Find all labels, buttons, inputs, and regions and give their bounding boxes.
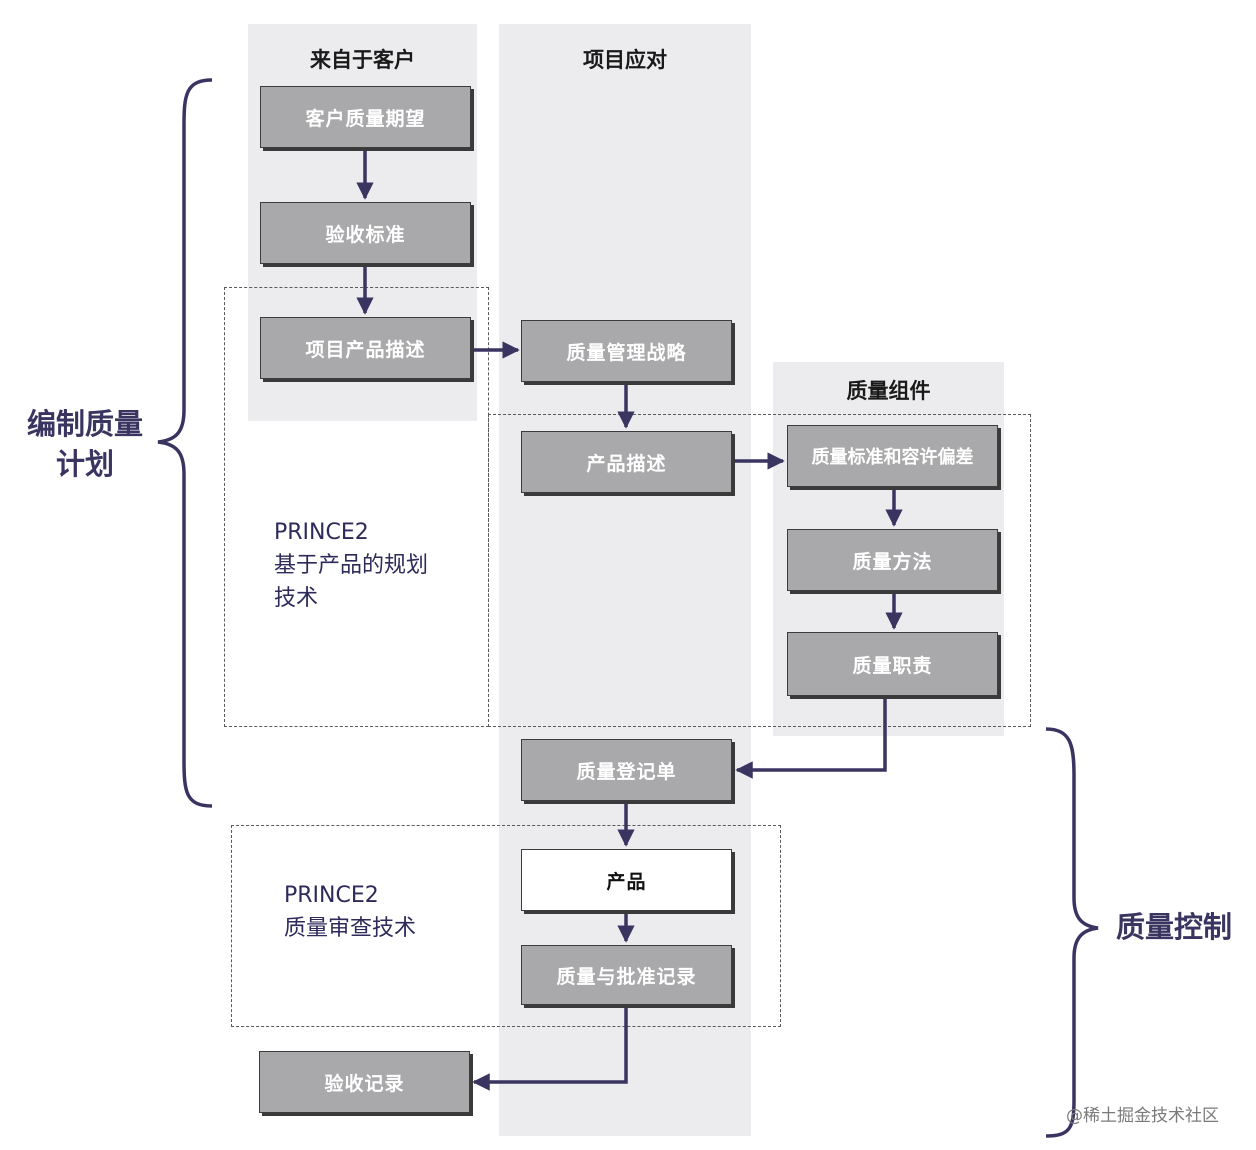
- quality-responsibilities-box: 质量职责: [787, 632, 998, 696]
- product-box: 产品: [521, 849, 732, 911]
- project-product-description-box: 项目产品描述: [260, 317, 471, 379]
- customer-column-title: 来自于客户: [310, 48, 415, 72]
- product-based-planning-note: PRINCE2 基于产品的规划 技术: [274, 516, 428, 615]
- quality-planning-label: 编制质量 计划: [14, 404, 156, 484]
- control-bracket: [1045, 727, 1099, 1138]
- quality-method-box: 质量方法: [787, 529, 998, 591]
- project-column-title: 项目应对: [583, 48, 667, 72]
- acceptance-criteria-box: 验收标准: [260, 202, 471, 264]
- watermark: @稀土掘金技术社区: [1066, 1106, 1219, 1126]
- note-line: 基于产品的规划: [274, 553, 429, 578]
- quality-control-label: 质量控制: [1115, 910, 1232, 944]
- quality-criteria-tolerances-box: 质量标准和容许偏差: [787, 425, 998, 487]
- label-line: 编制质量: [26, 407, 143, 441]
- planning-bracket: [157, 78, 213, 808]
- acceptance-records-box: 验收记录: [259, 1051, 470, 1113]
- arrow-responsibilities-to-register: [735, 697, 887, 779]
- note-line: PRINCE2: [284, 883, 379, 908]
- quality-review-note: PRINCE2 质量审查技术: [284, 879, 416, 945]
- quality-review-region: [231, 825, 781, 1027]
- note-line: 质量审查技术: [284, 916, 417, 941]
- quality-register-box: 质量登记单: [521, 739, 732, 801]
- customer-quality-expectations-box: 客户质量期望: [260, 86, 471, 148]
- arrow-records-to-acceptance: [472, 1006, 628, 1091]
- project-planning-region: [488, 414, 1031, 727]
- quality-approval-records-box: 质量与批准记录: [521, 945, 732, 1005]
- note-line: 技术: [274, 586, 319, 611]
- quality-management-strategy-box: 质量管理战略: [521, 320, 732, 382]
- product-description-box: 产品描述: [521, 431, 732, 493]
- note-line: PRINCE2: [274, 520, 369, 545]
- quality-components-title: 质量组件: [846, 379, 931, 403]
- label-line: 计划: [55, 447, 114, 481]
